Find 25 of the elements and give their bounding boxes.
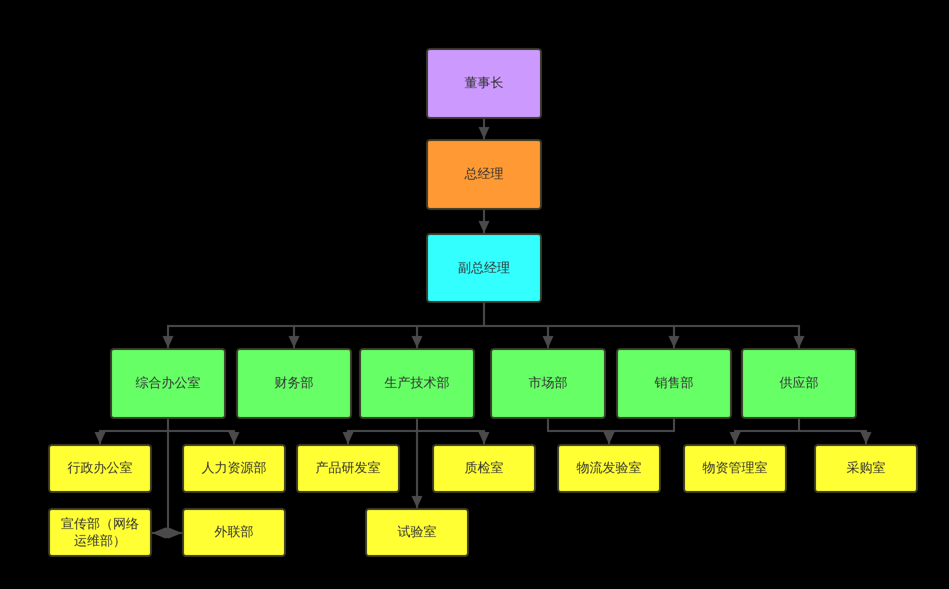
department-box: 行政办公室 <box>48 444 152 493</box>
connector-arrow <box>478 119 490 139</box>
department-box: 质检室 <box>432 444 536 493</box>
connector-arrow <box>483 303 804 348</box>
department-box: 采购室 <box>814 444 918 493</box>
department-box: 物流发验室 <box>557 444 661 493</box>
department-box: 物资管理室 <box>683 444 787 493</box>
position-box: 副总经理 <box>426 233 542 303</box>
department-box: 销售部 <box>616 348 732 419</box>
position-box: 总经理 <box>426 139 542 210</box>
connector-arrow <box>798 419 872 444</box>
department-box: 人力资源部 <box>182 444 286 493</box>
department-box: 生产技术部 <box>359 348 475 419</box>
department-box: 产品研发室 <box>296 444 400 493</box>
connector-arrow <box>412 419 422 508</box>
connector-arrow <box>604 419 675 444</box>
position-box: 董事长 <box>426 48 542 119</box>
department-box: 试验室 <box>365 508 469 557</box>
department-box: 外联部 <box>182 508 286 557</box>
department-box: 综合办公室 <box>110 348 226 419</box>
connector-arrow <box>478 210 490 233</box>
department-box: 宣传部（网络运维部） <box>48 508 152 557</box>
department-box: 财务部 <box>236 348 352 419</box>
department-box: 市场部 <box>490 348 606 419</box>
department-box: 供应部 <box>741 348 857 419</box>
